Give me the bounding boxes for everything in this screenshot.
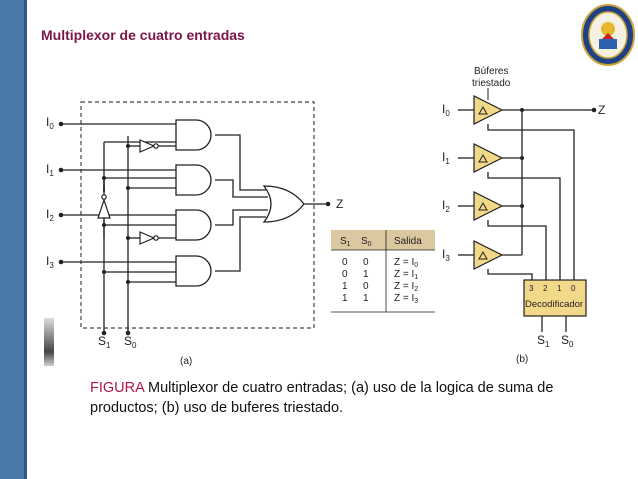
svg-text:I1: I1 xyxy=(442,150,450,166)
table-cell: 0 xyxy=(363,257,369,268)
tristate-buffer-1 xyxy=(473,143,504,173)
inverter-s0-top xyxy=(139,139,156,153)
select-s1-label-a: S1 xyxy=(98,334,111,350)
and-gate-1 xyxy=(175,164,212,196)
svg-text:0: 0 xyxy=(571,284,576,293)
svg-text:I2: I2 xyxy=(442,198,450,214)
figure-caption: FIGURA Multiplexor de cuatro entradas; (… xyxy=(90,378,560,418)
label-a: (a) xyxy=(180,356,192,367)
table-cell: 0 xyxy=(342,257,348,268)
left-accent-bar xyxy=(0,0,24,479)
truth-table: S1 S0 Salida 0 0 Z = I0 0 1 Z = I1 1 0 Z… xyxy=(331,230,435,313)
svg-text:I3: I3 xyxy=(442,247,450,263)
or-gate xyxy=(262,185,305,223)
university-seal xyxy=(581,4,635,66)
inverter-s1 xyxy=(97,198,111,219)
tristate-buffer-2 xyxy=(473,191,504,221)
and-gate-3 xyxy=(175,255,212,287)
svg-text:I0: I0 xyxy=(442,102,450,118)
table-header-salida: Salida xyxy=(394,236,422,247)
output-z-label-a: Z xyxy=(336,197,343,211)
caption-text: Multiplexor de cuatro entradas; (a) uso … xyxy=(90,380,554,416)
output-z-label-b: Z xyxy=(598,103,605,117)
and-gate-2 xyxy=(175,209,212,241)
table-cell: Z = I3 xyxy=(394,293,418,305)
caption-label: FIGURA xyxy=(90,380,144,396)
input-i3-label: I3 xyxy=(46,254,54,270)
and-gate-0 xyxy=(175,119,212,151)
input-i1-label: I1 xyxy=(46,162,54,178)
junction-dots-b xyxy=(520,107,597,208)
table-cell: 0 xyxy=(342,269,348,280)
left-accent-bar-inner xyxy=(24,0,27,479)
slide-title: Multiplexor de cuatro entradas xyxy=(41,27,245,43)
table-header-s1: S1 xyxy=(340,236,351,248)
table-cell: Z = I1 xyxy=(394,269,418,281)
table-cell: 1 xyxy=(342,281,348,292)
svg-text:1: 1 xyxy=(557,284,562,293)
table-header-s0: S0 xyxy=(361,236,372,248)
decoder-pins: 3 2 1 0 xyxy=(529,284,576,293)
svg-text:2: 2 xyxy=(543,284,548,293)
tristate-buffer-3 xyxy=(473,240,504,270)
decoder-label: Decodificador xyxy=(525,299,583,310)
select-s0-label-b: S0 xyxy=(561,333,574,349)
tristate-buffers xyxy=(473,95,504,270)
table-cell: 1 xyxy=(363,269,369,280)
tristate-buffer-0 xyxy=(473,95,504,125)
partial-photo xyxy=(44,318,54,366)
svg-text:3: 3 xyxy=(529,284,534,293)
decoder-block xyxy=(523,279,587,317)
table-cell: Z = I2 xyxy=(394,281,418,293)
wires-b xyxy=(458,109,594,332)
input-i0-label: I0 xyxy=(46,115,54,131)
table-cell: 0 xyxy=(363,281,369,292)
input-labels-a: I0 I1 I2 I3 xyxy=(46,115,54,270)
select-s1-label-b: S1 xyxy=(537,333,550,349)
buffer-symbols xyxy=(478,105,488,260)
input-labels-b: I0 I1 I2 I3 xyxy=(442,102,450,263)
buffer-label-line1: Búferes xyxy=(474,66,508,77)
multiplexer-diagram: I0 I1 I2 I3 xyxy=(46,66,605,367)
inverter-s0-bottom xyxy=(139,231,156,245)
junction-dots-a xyxy=(58,121,331,336)
table-cell: 1 xyxy=(363,293,369,304)
table-cell: Z = I0 xyxy=(394,257,418,269)
table-cell: 1 xyxy=(342,293,348,304)
input-i2-label: I2 xyxy=(46,207,54,223)
select-s0-label-a: S0 xyxy=(124,334,137,350)
and-gates-a xyxy=(175,119,212,287)
label-b: (b) xyxy=(516,354,528,365)
inverters-a xyxy=(97,139,159,245)
buffer-label-line2: triestado xyxy=(472,78,511,89)
